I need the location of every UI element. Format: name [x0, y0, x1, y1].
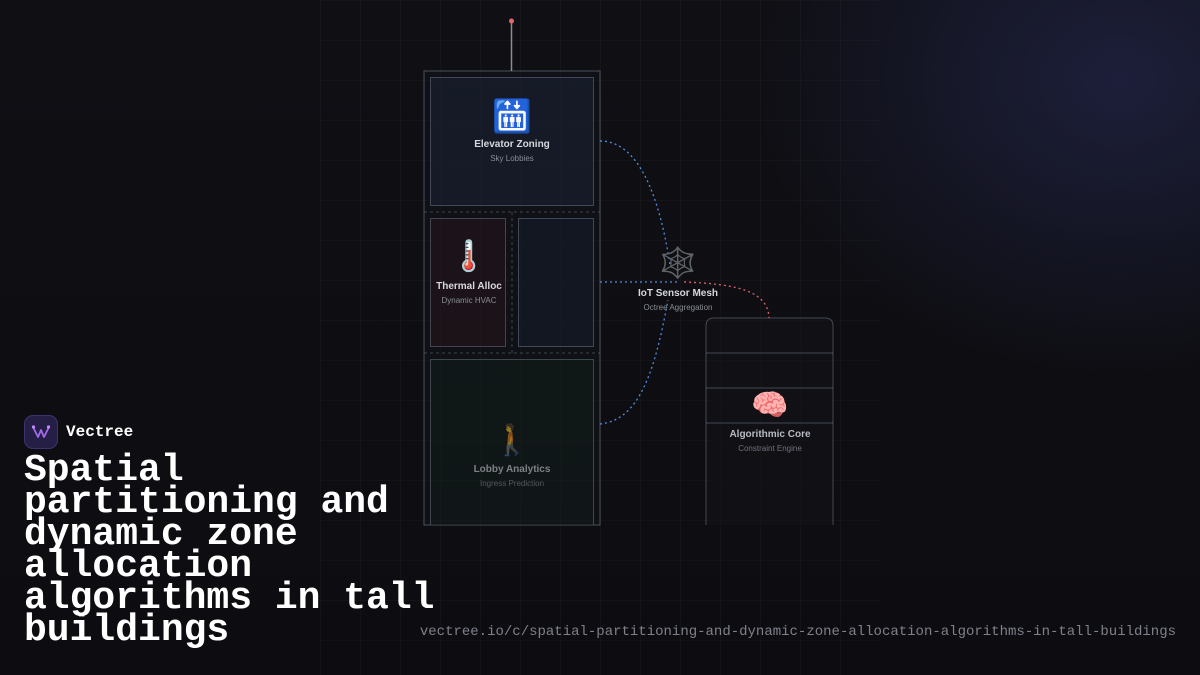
link-elevator-iot — [599, 140, 671, 266]
brand-name: Vectree — [66, 423, 134, 441]
thermometer-icon: 🌡️ — [450, 239, 488, 274]
walking-person-icon: 🚶 — [493, 423, 531, 458]
lobby-node-subtitle: Ingress Prediction — [479, 479, 545, 488]
thermal-node-title: Thermal Alloc — [436, 281, 502, 292]
elevator-node-title: Elevator Zoning — [474, 139, 550, 150]
zone-thermal — [430, 218, 506, 347]
elevator-node-subtitle: Sky Lobbies — [490, 154, 534, 163]
elevator-icon: 🛗 — [492, 97, 532, 135]
core-building-shell — [705, 317, 834, 525]
brand: Vectree — [24, 415, 133, 449]
core-node-title: Algorithmic Core — [729, 429, 811, 440]
thermal-node-subtitle: Dynamic HVAC — [441, 296, 497, 305]
zone-unassigned — [518, 218, 594, 347]
link-lobby-iot — [599, 299, 669, 425]
iot-node-subtitle: Octree Aggregation — [643, 303, 713, 312]
vectree-logo-icon — [24, 415, 58, 449]
spider-web-icon: 🕸️ — [659, 246, 697, 281]
antenna-beacon — [509, 18, 514, 24]
zone-lobby — [430, 359, 594, 525]
brain-icon: 🧠 — [751, 388, 789, 423]
core-node-subtitle: Constraint Engine — [738, 444, 802, 453]
page-url[interactable]: vectree.io/c/spatial-partitioning-and-dy… — [419, 624, 1176, 640]
iot-node-title: IoT Sensor Mesh — [637, 288, 718, 299]
page-title: Spatial partitioning and dynamic zone al… — [24, 449, 435, 652]
link-iot-core — [683, 281, 770, 319]
zone-elevator — [430, 77, 594, 206]
lobby-node-title: Lobby Analytics — [473, 464, 551, 475]
